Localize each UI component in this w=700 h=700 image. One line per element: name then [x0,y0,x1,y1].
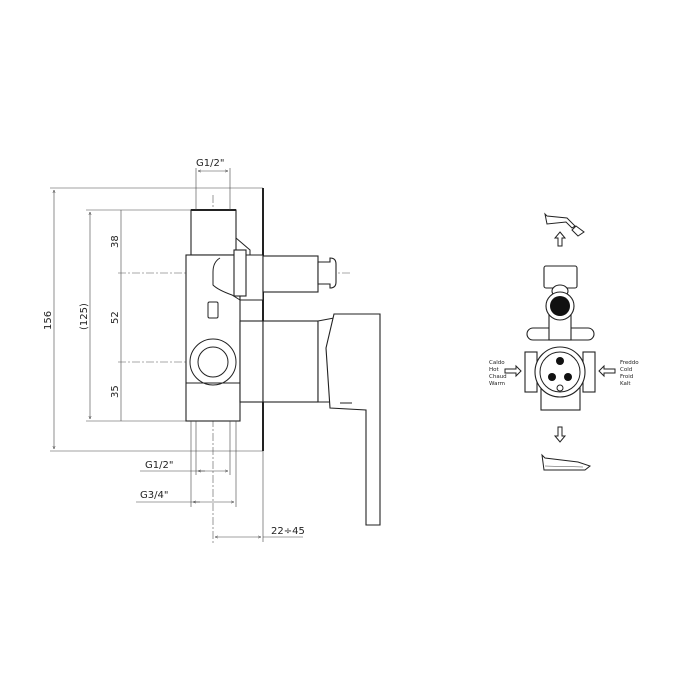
outlet-port [189,338,237,386]
arrow-down-icon [553,426,567,443]
tub-spout-icon [541,453,592,471]
dim-middle-segment: 52 [110,311,121,324]
svg-text:Freddo: Freddo [620,360,639,366]
svg-text:Kalt: Kalt [620,381,631,387]
mixer-handle [325,313,381,526]
svg-text:Cold: Cold [620,367,632,373]
diverter-stem [262,255,319,293]
svg-text:Warm: Warm [489,381,505,387]
side-view: G1/2" G1/2" G3/4" 22÷45 156 (125) 38 52 … [43,158,381,545]
dim-bottom-segment: 35 [110,385,121,398]
cold-labels: Freddo Cold Froid Kalt [620,360,639,387]
shower-head-icon [544,212,585,237]
dim-body-height: (125) [79,303,90,330]
dim-top-connection: G1/2" [196,158,224,169]
hot-labels: Caldo Hot Chaud Warm [489,360,507,387]
svg-text:Hot: Hot [489,367,500,373]
dim-overall-height: 156 [43,311,54,330]
svg-text:Chaud: Chaud [489,374,507,380]
dim-wall-depth: 22÷45 [271,526,305,537]
dim-bottom-connection-2: G3/4" [140,490,168,501]
mixer-body [534,346,586,398]
cold-inlet-arrow-icon [598,364,616,378]
svg-text:Froid: Froid [620,374,633,380]
hot-inlet-arrow-icon [504,364,522,378]
front-view: Caldo Hot Chaud Warm Freddo Cold Froid K… [489,212,639,471]
diverter-knob [550,296,570,316]
svg-text:Caldo: Caldo [489,360,505,366]
dim-bottom-connection-1: G1/2" [145,460,173,471]
dim-top-segment: 38 [110,235,121,248]
arrow-up-icon [553,231,567,247]
